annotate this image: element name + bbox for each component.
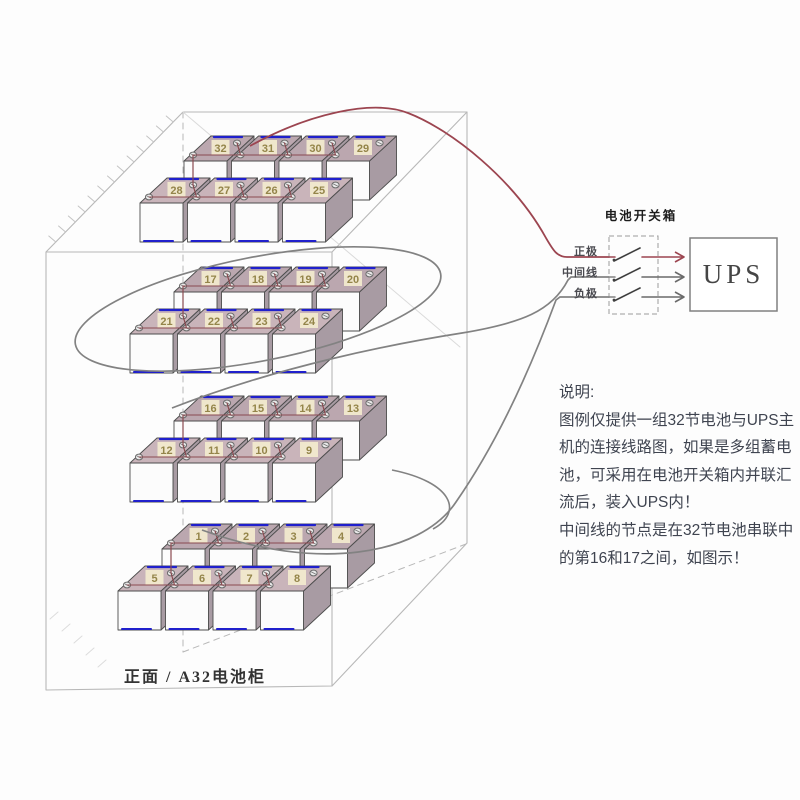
wire-loop-shelf2 xyxy=(74,245,442,373)
wire-neutral-line xyxy=(171,276,609,409)
shelf-2: 17 18 19 20 21 22 23 24 xyxy=(129,266,387,374)
arrow-to-ups-3 xyxy=(674,291,685,303)
shelf-1: 32 31 30 29 28 27 26 25 xyxy=(139,135,397,243)
battery-number-10: 10 xyxy=(255,445,267,457)
wire-label-negative: 负极 xyxy=(574,288,598,300)
battery-number-26: 26 xyxy=(265,185,277,197)
wire-negative xyxy=(201,296,609,555)
battery-number-12: 12 xyxy=(160,445,172,457)
battery-number-30: 30 xyxy=(309,143,321,155)
wire-label-neutral: 中间线 xyxy=(562,267,598,279)
shelf-4: 1 2 3 4 5 6 7 8 xyxy=(117,523,375,631)
battery-number-32: 32 xyxy=(214,143,226,155)
battery-number-15: 15 xyxy=(252,403,264,415)
wire-positive xyxy=(249,106,609,258)
battery-9: 9 xyxy=(272,437,343,503)
battery-25: 25 xyxy=(282,177,353,243)
notes-line: 池，可采用在电池开关箱内并联汇 xyxy=(559,466,792,484)
battery-number-16: 16 xyxy=(204,403,216,415)
cabinet-front-label: 正面 / A32电池柜 xyxy=(124,669,267,686)
notes-line: 机的连接线路图，如果是多组蓄电 xyxy=(559,439,792,457)
notes-line: 说明: xyxy=(559,384,595,401)
battery-number-27: 27 xyxy=(218,185,230,197)
battery-number-24: 24 xyxy=(303,316,316,328)
battery-number-28: 28 xyxy=(170,185,182,197)
battery-number-23: 23 xyxy=(255,316,267,328)
battery-number-14: 14 xyxy=(299,403,312,415)
battery-number-13: 13 xyxy=(347,403,359,415)
battery-number-20: 20 xyxy=(347,274,359,286)
wire-shelf3-shelf4-link xyxy=(391,469,451,530)
battery-number-22: 22 xyxy=(208,316,220,328)
battery-number-5: 5 xyxy=(151,573,157,585)
notes-line: 的第16和17之间，如图示！ xyxy=(559,549,749,567)
notes-line: 中间线的节点是在32节电池串联中 xyxy=(559,521,794,539)
battery-number-2: 2 xyxy=(243,531,249,543)
battery-24: 24 xyxy=(272,308,343,374)
battery-8: 8 xyxy=(260,565,331,631)
shelf-3: 16 15 14 13 12 11 10 9 xyxy=(129,395,387,503)
notes-line: 流后，装入UPS内！ xyxy=(559,494,700,512)
notes-block: 说明: 图例仅提供一组32节电池与UPS主 机的连接线路图，如果是多组蓄电 池，… xyxy=(559,379,795,572)
battery-number-4: 4 xyxy=(338,531,345,543)
battery-number-31: 31 xyxy=(262,143,274,155)
battery-number-8: 8 xyxy=(294,573,300,585)
battery-number-7: 7 xyxy=(246,573,252,585)
battery-number-29: 29 xyxy=(357,143,369,155)
battery-switch-box xyxy=(608,235,778,315)
notes-line: 图例仅提供一组32节电池与UPS主 xyxy=(559,411,795,429)
ups-box-label: UPS xyxy=(702,259,765,289)
switch-box-title: 电池开关箱 xyxy=(604,209,678,223)
battery-number-19: 19 xyxy=(299,274,311,286)
battery-number-11: 11 xyxy=(208,445,220,457)
arrow-to-ups-1 xyxy=(674,251,685,263)
battery-number-1: 1 xyxy=(195,531,201,543)
battery-number-18: 18 xyxy=(252,274,264,286)
battery-number-3: 3 xyxy=(290,531,296,543)
battery-number-21: 21 xyxy=(160,316,172,328)
battery-number-9: 9 xyxy=(306,445,312,457)
inter-shelf-wires xyxy=(74,106,609,555)
battery-number-25: 25 xyxy=(313,185,325,197)
wire-label-positive: 正极 xyxy=(574,246,598,258)
ups-box xyxy=(689,237,778,312)
battery-number-17: 17 xyxy=(204,274,216,286)
battery-number-6: 6 xyxy=(199,573,205,585)
arrow-to-ups-2 xyxy=(674,271,685,283)
